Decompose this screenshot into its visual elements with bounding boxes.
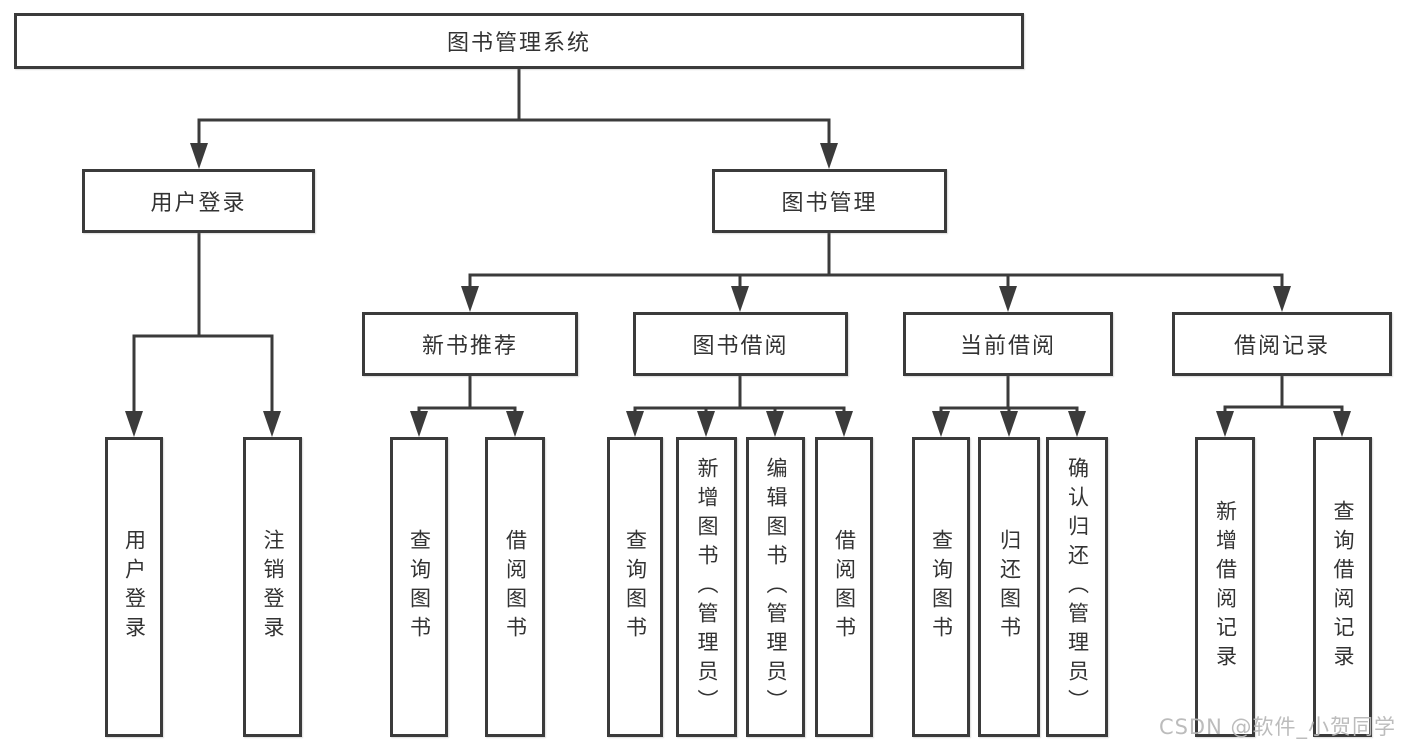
leaf-query-books-3: 查询图书 bbox=[912, 437, 970, 737]
node-borrow-records: 借阅记录 bbox=[1172, 312, 1392, 376]
leaf-return-book: 归还图书 bbox=[978, 437, 1040, 737]
leaf-add-book-admin-label: 新增图书（管理员） bbox=[695, 456, 719, 718]
leaf-add-book-admin: 新增图书（管理员） bbox=[676, 437, 737, 737]
leaf-return-book-label: 归还图书 bbox=[997, 529, 1022, 645]
leaf-query-books-1: 查询图书 bbox=[390, 437, 448, 737]
leaf-confirm-return-admin-label: 确认归还（管理员） bbox=[1065, 456, 1090, 718]
leaf-query-books-3-label: 查询图书 bbox=[929, 529, 954, 645]
leaf-query-books-2-label: 查询图书 bbox=[623, 529, 648, 645]
node-borrow-records-label: 借阅记录 bbox=[1233, 334, 1330, 359]
node-new-book-recommend-label: 新书推荐 bbox=[421, 334, 518, 359]
leaf-query-borrow-record-label: 查询借阅记录 bbox=[1331, 500, 1355, 674]
leaf-logout-label: 注销登录 bbox=[261, 529, 285, 645]
leaf-borrow-books-2-label: 借阅图书 bbox=[832, 529, 857, 645]
node-current-borrow: 当前借阅 bbox=[903, 312, 1113, 376]
leaf-edit-book-admin-label: 编辑图书（管理员） bbox=[764, 456, 788, 718]
leaf-logout: 注销登录 bbox=[243, 437, 302, 737]
leaf-borrow-books-2: 借阅图书 bbox=[815, 437, 873, 737]
leaf-confirm-return-admin: 确认归还（管理员） bbox=[1046, 437, 1108, 737]
node-library-management-system: 图书管理系统 bbox=[14, 13, 1024, 69]
node-current-borrow-label: 当前借阅 bbox=[959, 334, 1056, 359]
node-book-management: 图书管理 bbox=[712, 169, 947, 233]
leaf-user-login: 用户登录 bbox=[105, 437, 163, 737]
node-user-login-label: 用户登录 bbox=[150, 191, 247, 216]
node-book-management-label: 图书管理 bbox=[781, 191, 878, 216]
leaf-add-borrow-record: 新增借阅记录 bbox=[1195, 437, 1255, 737]
leaf-query-books-1-label: 查询图书 bbox=[407, 529, 432, 645]
leaf-borrow-books-1-label: 借阅图书 bbox=[503, 529, 528, 645]
node-book-borrow-label: 图书借阅 bbox=[692, 334, 789, 359]
leaf-query-borrow-record: 查询借阅记录 bbox=[1313, 437, 1372, 737]
leaf-query-books-2: 查询图书 bbox=[607, 437, 663, 737]
node-book-borrow: 图书借阅 bbox=[633, 312, 848, 376]
node-library-management-system-label: 图书管理系统 bbox=[446, 31, 591, 56]
leaf-user-login-label: 用户登录 bbox=[122, 529, 147, 645]
watermark: CSDN @软件_小贺同学 bbox=[1158, 715, 1396, 739]
node-new-book-recommend: 新书推荐 bbox=[362, 312, 578, 376]
node-user-login: 用户登录 bbox=[82, 169, 315, 233]
leaf-add-borrow-record-label: 新增借阅记录 bbox=[1213, 500, 1238, 674]
leaf-borrow-books-1: 借阅图书 bbox=[485, 437, 545, 737]
leaf-edit-book-admin: 编辑图书（管理员） bbox=[746, 437, 805, 737]
